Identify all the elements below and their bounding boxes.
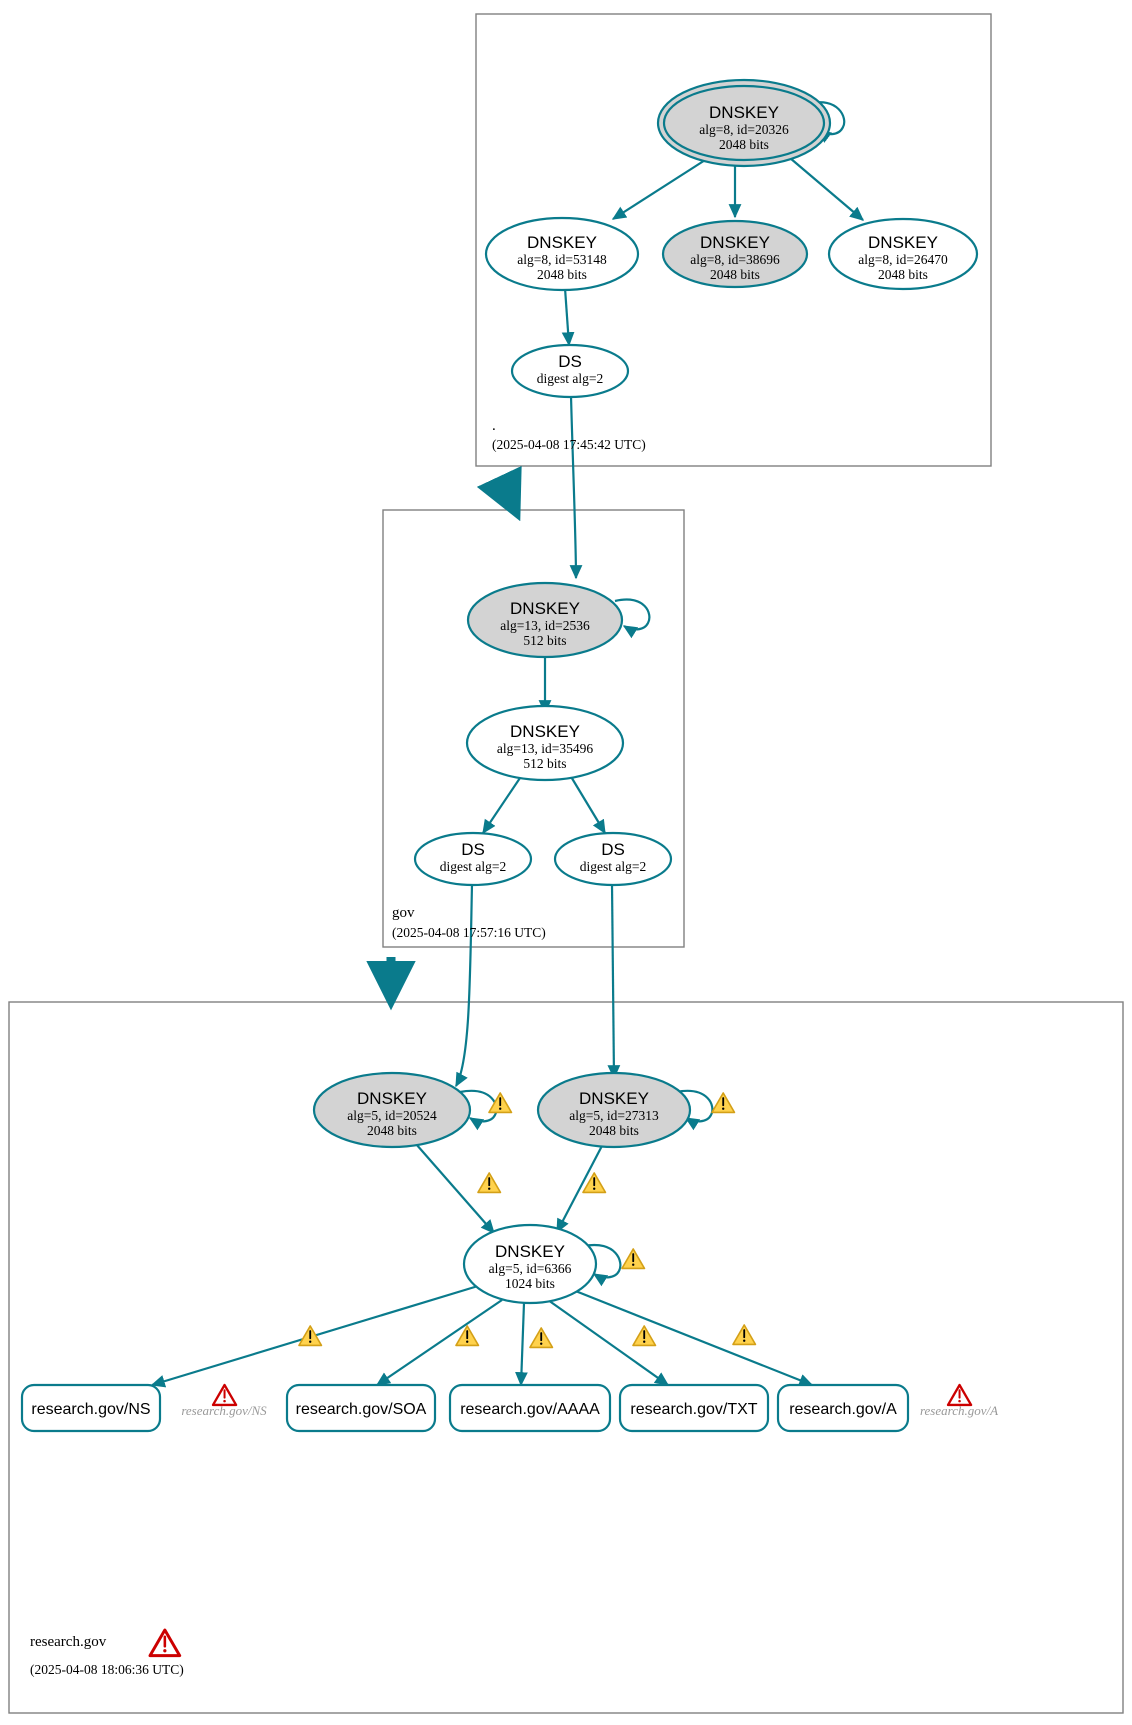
node-title: DNSKEY: [357, 1089, 427, 1108]
node-keyinfo: alg=8, id=38696: [690, 252, 780, 267]
node-title: DNSKEY: [495, 1242, 565, 1261]
warning-triangle-icon[interactable]: [477, 1172, 502, 1194]
node-keysize: 512 bits: [523, 633, 566, 648]
zone-name-gov: gov: [392, 905, 415, 921]
node-title: DNSKEY: [510, 722, 580, 741]
edge-gov-ds-left-to-rg-ksk-20524: [455, 883, 474, 1088]
node-keysize: 2048 bits: [589, 1123, 639, 1138]
node-digestalg: digest alg=2: [580, 859, 646, 874]
error-label-a: research.gov/A: [920, 1403, 998, 1418]
node-keyinfo: alg=8, id=20326: [699, 122, 789, 137]
node-digestalg: digest alg=2: [537, 371, 603, 386]
node-rg-ksk-20524[interactable]: DNSKEY alg=5, id=20524 2048 bits: [312, 1071, 472, 1149]
error-triangle-icon[interactable]: [148, 1628, 182, 1658]
node-keyinfo: alg=5, id=6366: [489, 1261, 572, 1276]
node-keyinfo: alg=5, id=20524: [347, 1108, 437, 1123]
node-title: DNSKEY: [709, 103, 779, 122]
node-title: DS: [558, 352, 582, 371]
edge-gov-zsk-to-ds-right: [569, 774, 606, 835]
node-keysize: 2048 bits: [878, 267, 928, 282]
error-triangle-icon[interactable]: [211, 1383, 238, 1407]
node-keysize: 2048 bits: [367, 1123, 417, 1138]
warning-triangle-icon[interactable]: [298, 1325, 323, 1347]
node-title: DNSKEY: [700, 233, 770, 252]
delegation-arrow-root-to-gov: [476, 465, 522, 522]
node-gov-ds-right[interactable]: DS digest alg=2: [553, 831, 673, 887]
node-gov-ds-left[interactable]: DS digest alg=2: [413, 831, 533, 887]
node-title: DNSKEY: [510, 599, 580, 618]
rrset-label: research.gov/A: [789, 1401, 897, 1418]
edge-root-ksk-to-53148: [611, 154, 714, 220]
edge-self-sign-rg-27313: [675, 1089, 714, 1131]
node-root-ds[interactable]: DS digest alg=2: [510, 343, 630, 399]
node-rrset-ns[interactable]: research.gov/NS: [20, 1383, 162, 1433]
warning-triangle-icon[interactable]: [632, 1325, 657, 1347]
node-keysize: 2048 bits: [537, 267, 587, 282]
rrset-label: research.gov/NS: [31, 1401, 150, 1418]
warning-triangle-icon[interactable]: [488, 1092, 513, 1114]
node-rrset-soa[interactable]: research.gov/SOA: [285, 1383, 437, 1433]
node-root-zsk-26470[interactable]: DNSKEY alg=8, id=26470 2048 bits: [827, 217, 979, 291]
edge-rg-6366-to-soa: [375, 1299, 503, 1386]
node-keyinfo: alg=13, id=2536: [500, 618, 590, 633]
edge-rg-6366-to-txt: [547, 1299, 670, 1386]
edge-gov-zsk-to-ds-left: [482, 774, 523, 835]
edge-root-ksk-to-26470: [789, 157, 864, 221]
warning-triangle-icon[interactable]: [455, 1325, 480, 1347]
node-rg-zsk-6366[interactable]: DNSKEY alg=5, id=6366 1024 bits: [462, 1223, 598, 1305]
warning-triangle-icon[interactable]: [732, 1324, 757, 1346]
node-gov-zsk-35496[interactable]: DNSKEY alg=13, id=35496 512 bits: [465, 704, 625, 782]
zone-box-gov: [382, 509, 685, 948]
node-rrset-aaaa[interactable]: research.gov/AAAA: [448, 1383, 612, 1433]
edge-rg-6366-to-aaaa: [515, 1302, 528, 1387]
node-root-zsk-53148[interactable]: DNSKEY alg=8, id=53148 2048 bits: [484, 216, 640, 292]
zone-name-research-gov: research.gov: [30, 1634, 107, 1650]
node-keyinfo: alg=8, id=26470: [858, 252, 948, 267]
node-keysize: 512 bits: [523, 756, 566, 771]
rrset-label: research.gov/AAAA: [460, 1401, 600, 1418]
node-keyinfo: alg=13, id=35496: [497, 741, 593, 756]
zone-timestamp-root: (2025-04-08 17:45:42 UTC): [492, 437, 646, 452]
edge-rg-27313-to-6366: [556, 1141, 605, 1234]
zone-name-root: .: [492, 418, 496, 434]
warning-triangle-icon[interactable]: [529, 1327, 554, 1349]
edge-root-ds-to-gov-ksk: [569, 395, 583, 580]
rrset-label: research.gov/SOA: [296, 1401, 427, 1418]
edge-root-53148-to-ds: [561, 287, 575, 347]
warning-triangle-icon[interactable]: [621, 1248, 646, 1270]
node-root-zsk-38696[interactable]: DNSKEY alg=8, id=38696 2048 bits: [661, 219, 809, 289]
edge-self-sign-rg-6366: [583, 1243, 622, 1287]
node-title: DS: [461, 840, 485, 859]
edge-rg-20524-to-6366: [415, 1143, 495, 1234]
node-digestalg: digest alg=2: [440, 859, 506, 874]
node-gov-ksk-2536[interactable]: DNSKEY alg=13, id=2536 512 bits: [466, 581, 624, 659]
warning-triangle-icon[interactable]: [582, 1172, 607, 1194]
node-title: DS: [601, 840, 625, 859]
node-title: DNSKEY: [527, 233, 597, 252]
edge-self-sign-gov-ksk: [614, 598, 651, 639]
node-title: DNSKEY: [579, 1089, 649, 1108]
node-rrset-a[interactable]: research.gov/A: [776, 1383, 910, 1433]
node-keysize: 2048 bits: [719, 137, 769, 152]
edge-self-sign-rg-20524: [459, 1089, 498, 1131]
node-keysize: 2048 bits: [710, 267, 760, 282]
node-root-ksk-20326[interactable]: DNSKEY alg=8, id=20326 2048 bits: [656, 78, 832, 168]
zone-timestamp-research-gov: (2025-04-08 18:06:36 UTC): [30, 1662, 184, 1677]
node-keyinfo: alg=8, id=53148: [517, 252, 607, 267]
rrset-label: research.gov/TXT: [630, 1401, 757, 1418]
node-rrset-txt[interactable]: research.gov/TXT: [618, 1383, 770, 1433]
error-triangle-icon[interactable]: [946, 1383, 973, 1407]
edge-rg-6366-to-a: [567, 1286, 814, 1387]
zone-box-root: [475, 13, 992, 467]
edge-gov-ds-right-to-rg-ksk-27313: [607, 883, 621, 1080]
zone-box-research-gov: [8, 1001, 1124, 1714]
warning-triangle-icon[interactable]: [711, 1092, 736, 1114]
node-title: DNSKEY: [868, 233, 938, 252]
zone-timestamp-gov: (2025-04-08 17:57:16 UTC): [392, 925, 546, 940]
error-label-ns: research.gov/NS: [181, 1403, 267, 1418]
node-keysize: 1024 bits: [505, 1276, 555, 1291]
node-keyinfo: alg=5, id=27313: [569, 1108, 659, 1123]
node-rg-ksk-27313[interactable]: DNSKEY alg=5, id=27313 2048 bits: [536, 1071, 692, 1149]
